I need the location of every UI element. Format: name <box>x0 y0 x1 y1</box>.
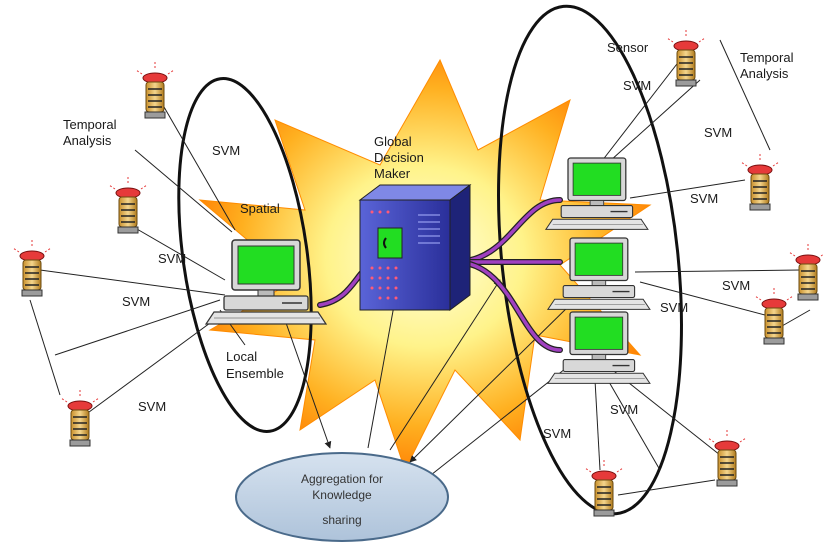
svm-label: SVM <box>158 251 186 266</box>
svm-label: SVM <box>543 426 571 441</box>
temporal-analysis-right-line-1: Temporal <box>740 50 794 65</box>
svm-label: SVM <box>610 402 638 417</box>
connection-lines <box>29 39 811 496</box>
sensor-icon <box>788 243 824 301</box>
remote-cluster-ellipse <box>497 4 683 516</box>
sensor-icon <box>108 176 148 234</box>
aggregation-label-line-2: Knowledge <box>312 488 372 502</box>
svm-label: SVM <box>660 300 688 315</box>
sensor-icon <box>740 153 780 211</box>
svm-label: SVM <box>704 125 732 140</box>
sensor-icon <box>12 239 52 297</box>
aggregation-arrows <box>284 279 576 491</box>
temporal-analysis-left-line-2: Analysis <box>63 133 112 148</box>
local-cluster-ellipse <box>177 77 313 433</box>
global-decision-line-1: Global <box>374 134 412 149</box>
local-ensemble-line-2: Ensemble <box>226 366 284 381</box>
sensor-icon <box>707 429 747 487</box>
aggregation-label-line-3: sharing <box>322 513 361 527</box>
global-decision-line-2: Decision <box>374 150 424 165</box>
svm-label: SVM <box>212 143 240 158</box>
svm-label: SVM <box>122 294 150 309</box>
temporal-analysis-right-line-2: Analysis <box>740 66 789 81</box>
svm-label: SVM <box>722 278 750 293</box>
svm-label: SVM <box>138 399 166 414</box>
spatial-label: Spatial <box>240 201 280 216</box>
sensor-icon <box>60 389 100 447</box>
remote-computer-icon-1 <box>545 157 649 231</box>
cables <box>317 197 563 353</box>
sensor-icon <box>666 29 706 87</box>
aggregation-node: Aggregation for Knowledge sharing <box>235 452 449 542</box>
svm-label: SVM <box>623 78 651 93</box>
global-decision-line-3: Maker <box>374 166 411 181</box>
server-icon <box>358 184 472 311</box>
temporal-analysis-left-line-1: Temporal <box>63 117 117 132</box>
local-ensemble-line-1: Local <box>226 349 257 364</box>
sensor-icon <box>754 287 794 345</box>
sensor-icon <box>135 61 175 119</box>
sensor-label: Sensor <box>607 40 649 55</box>
aggregation-label-line-1: Aggregation for <box>301 472 383 486</box>
diagram-labels: Sensor Temporal Analysis Temporal Analys… <box>63 40 794 441</box>
svm-label: SVM <box>690 191 718 206</box>
